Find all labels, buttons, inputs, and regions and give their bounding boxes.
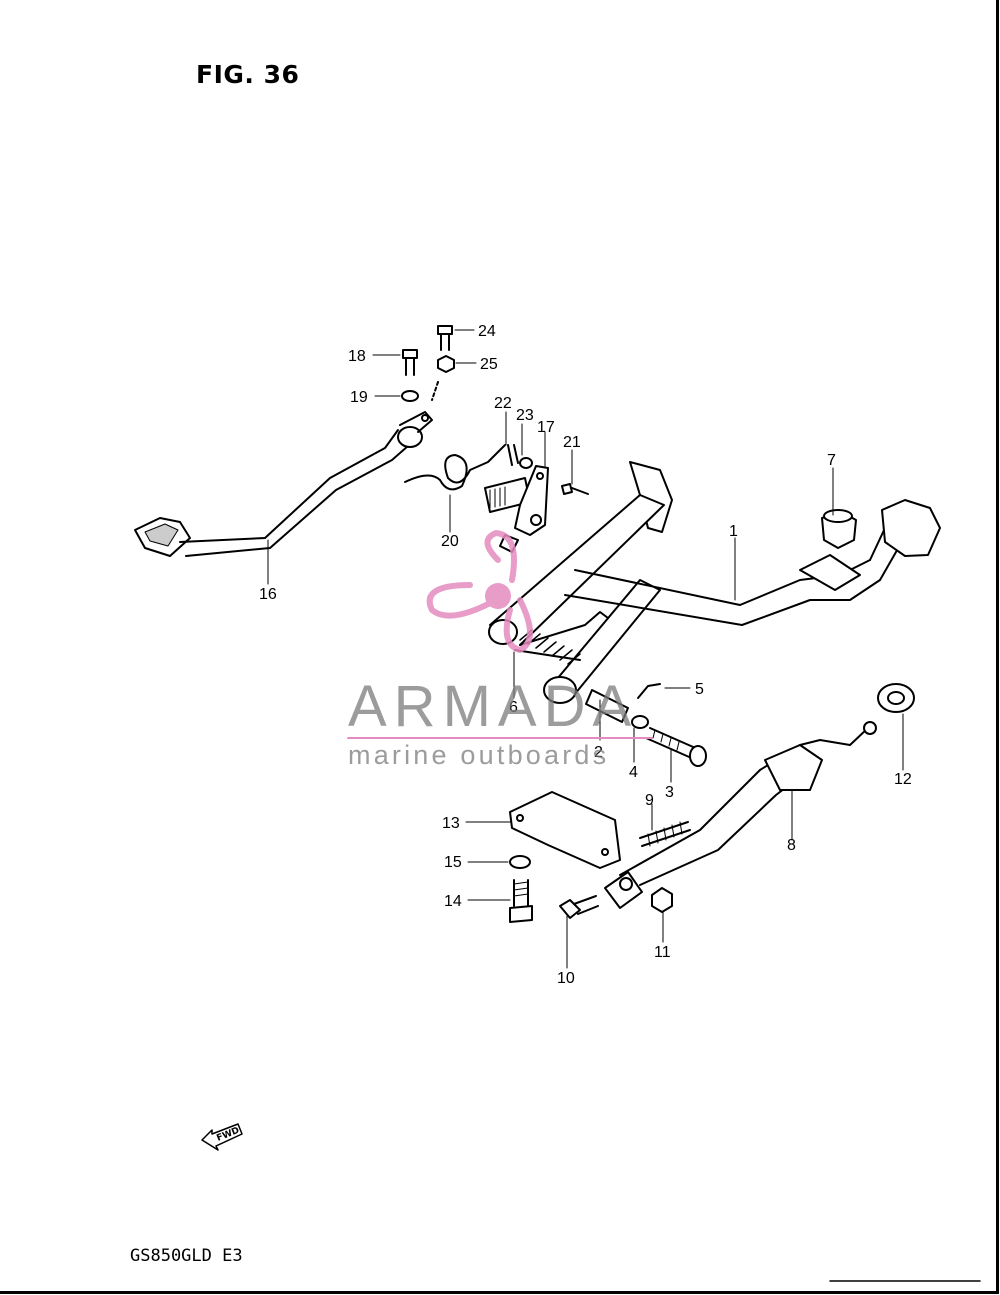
bracket-hardware (509, 855, 533, 923)
callout-23: 23 (516, 407, 534, 424)
stopper-rubber (877, 683, 915, 713)
pivot-hardware (585, 683, 707, 767)
callout-19: 19 (350, 389, 368, 406)
watermark: ARMADA marine outboards (347, 530, 653, 770)
callout-25: 25 (480, 356, 498, 373)
callout-11: 11 (654, 944, 671, 961)
propeller-logo-icon (426, 530, 533, 653)
callout-20: 20 (441, 533, 459, 550)
return-spring (404, 444, 506, 491)
callout-10: 10 (557, 970, 575, 987)
callout-13: 13 (442, 815, 460, 832)
callout-5: 5 (695, 681, 704, 698)
side-stand (604, 721, 877, 909)
stand-spring (514, 611, 609, 665)
callout-1: 1 (729, 523, 738, 540)
callout-numbers: 1 2 3 4 5 6 7 8 9 10 11 12 13 15 14 16 1… (259, 323, 912, 987)
pivot-shaft-arm (484, 465, 549, 553)
callout-7: 7 (827, 452, 836, 469)
watermark-brand: ARMADA (348, 674, 638, 739)
center-stand (488, 461, 941, 704)
callout-17: 17 (537, 419, 555, 436)
callout-18: 18 (348, 348, 366, 365)
callout-21: 21 (563, 434, 581, 451)
side-stand-bolt-nut (559, 887, 673, 919)
stopper (821, 509, 857, 549)
brake-pedal-hardware (401, 325, 589, 495)
callout-9: 9 (645, 792, 654, 809)
callout-6: 6 (509, 699, 518, 716)
side-stand-spring (639, 821, 691, 847)
callout-leaders (267, 329, 904, 969)
callout-8: 8 (787, 837, 796, 854)
callout-4: 4 (629, 764, 638, 781)
callout-12: 12 (894, 771, 912, 788)
model-code: GS850GLD E3 (130, 1246, 243, 1266)
callout-22: 22 (494, 395, 512, 412)
callout-16: 16 (259, 586, 277, 603)
figure-title: FIG. 36 (196, 60, 300, 89)
callout-2: 2 (594, 744, 603, 761)
side-stand-bracket (509, 791, 621, 869)
forward-arrow: FWD (201, 1123, 243, 1151)
watermark-tagline: marine outboards (348, 740, 609, 770)
callout-24: 24 (478, 323, 496, 340)
callout-15: 14 (444, 893, 462, 910)
brake-pedal (134, 411, 433, 557)
callout-14: 15 (444, 854, 462, 871)
callout-3: 3 (665, 784, 674, 801)
